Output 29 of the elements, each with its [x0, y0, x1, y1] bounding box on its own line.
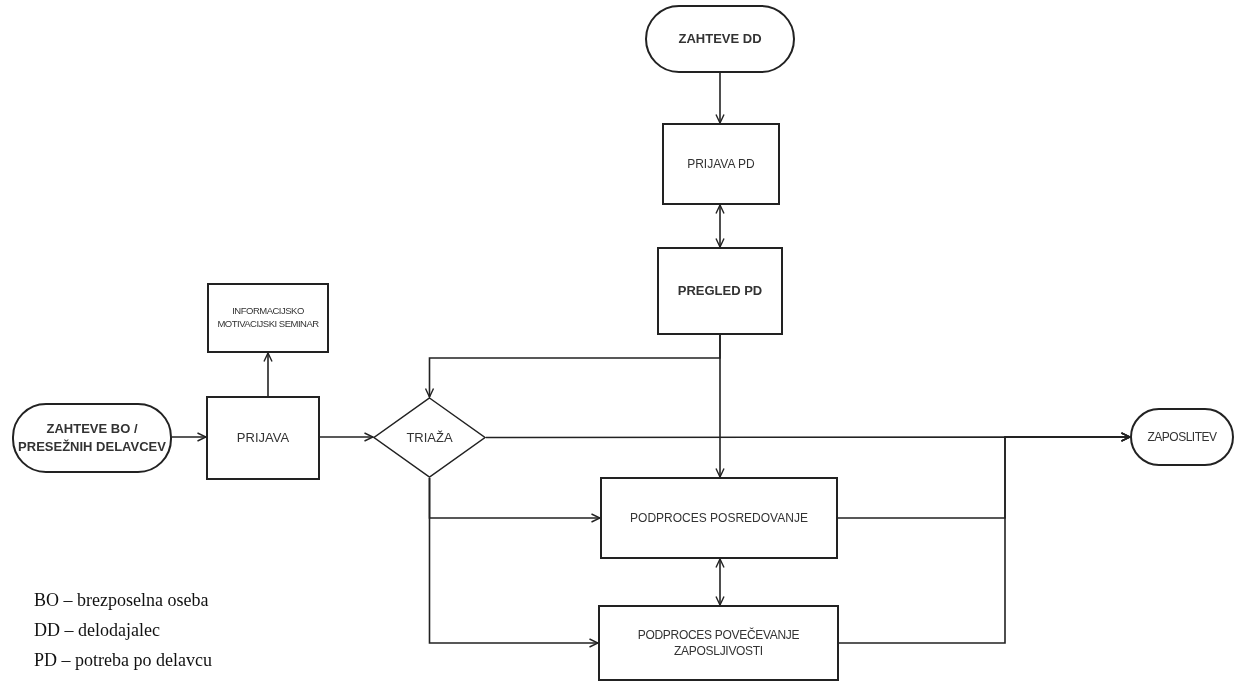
abbreviation-note: PD – potreba po delavcu — [34, 650, 212, 671]
node-label: ZAHTEVE BO / PRESEŽNIH DELAVCEV — [18, 420, 166, 456]
process-box — [657, 247, 783, 335]
node-label: ZAHTEVE DD — [678, 30, 762, 48]
process-box — [206, 396, 320, 480]
node-label: PODPROCES POVEČEVANJE ZAPOSLJIVOSTI — [636, 626, 801, 660]
process-box — [662, 123, 780, 205]
abbreviation-note: BO – brezposelna oseba — [34, 590, 209, 611]
arrow — [715, 204, 725, 248]
arrow — [171, 432, 207, 442]
arrow — [428, 477, 599, 648]
arrow — [715, 334, 725, 478]
node-label: INFORMACIJSKO MOTIVACIJSKI SEMINAR — [216, 305, 320, 331]
terminal-shape — [1130, 408, 1234, 466]
node-label: PODPROCES POSREDOVANJE — [630, 509, 808, 527]
arrow — [715, 558, 725, 606]
node-label: PRIJAVA PD — [687, 155, 755, 173]
abbreviation-note: DD – delodajalec — [34, 620, 160, 641]
node-label: TRIAŽA — [406, 428, 453, 447]
arrow — [319, 432, 374, 442]
arrow — [715, 72, 725, 124]
node-label: ZAPOSLITEV — [1147, 428, 1217, 446]
process-box — [600, 477, 838, 559]
arrow — [263, 352, 273, 397]
node-label: PRIJAVA — [236, 429, 290, 447]
arrow — [838, 432, 1131, 644]
process-box — [207, 283, 329, 353]
process-box — [598, 605, 839, 681]
node-label: PREGLED PD — [677, 282, 763, 300]
